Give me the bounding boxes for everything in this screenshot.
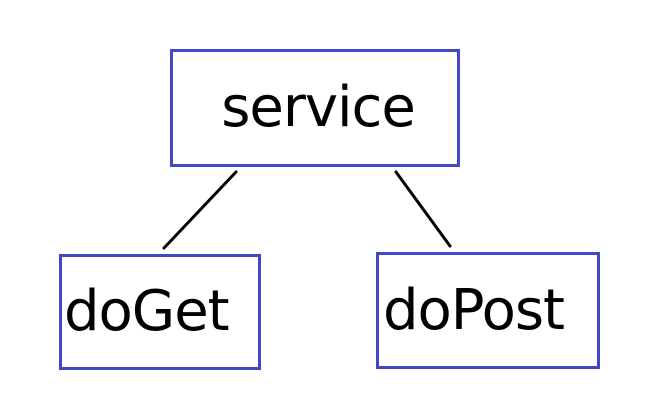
edge-service-dopost xyxy=(394,170,452,248)
node-dopost: doPost xyxy=(376,252,600,369)
node-doget: doGet xyxy=(59,254,261,370)
edge-service-doget xyxy=(162,170,238,250)
node-dopost-label: doPost xyxy=(383,277,565,343)
node-service: service xyxy=(170,49,460,167)
node-doget-label: doGet xyxy=(64,279,230,344)
node-service-label: service xyxy=(221,75,416,140)
